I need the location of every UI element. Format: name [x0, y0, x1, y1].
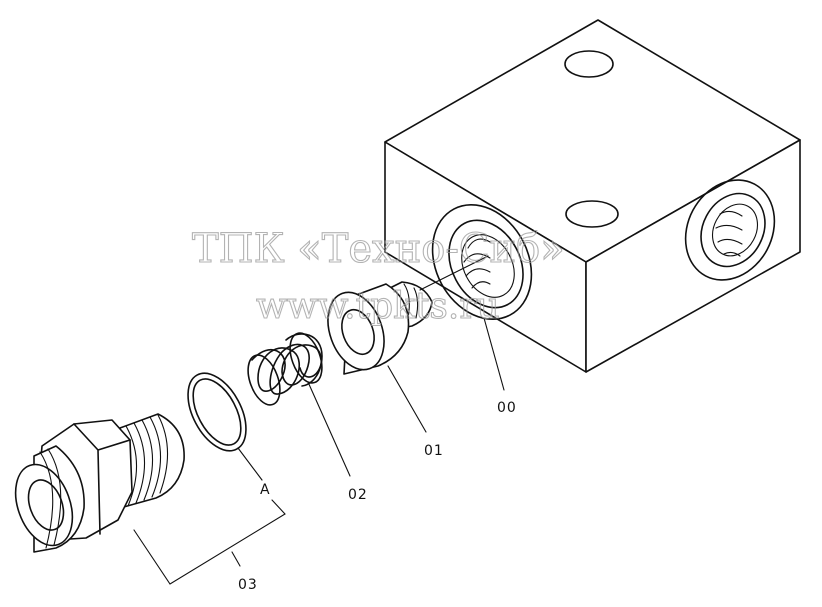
- callout-03: 03: [238, 577, 258, 593]
- leader-A: [237, 447, 263, 481]
- side-port: [684, 179, 776, 281]
- poppet: [327, 281, 433, 375]
- callout-01: 01: [424, 443, 444, 459]
- fitting: [14, 413, 185, 553]
- leader-01: [387, 365, 427, 433]
- watermark-url: www.tpkts.ru: [256, 286, 500, 327]
- callout-00: 00: [497, 400, 517, 416]
- leader-lines: [133, 255, 505, 585]
- spring: [247, 332, 323, 406]
- leader-00: [483, 317, 505, 391]
- callout-02: 02: [348, 487, 368, 503]
- front-port: [431, 203, 533, 321]
- leader-03-bracket: [133, 499, 286, 585]
- top-mounting-hole: [564, 50, 614, 78]
- callout-A: A: [260, 482, 271, 498]
- o-ring: [187, 372, 247, 452]
- poppet-to-port-axis: [419, 255, 489, 291]
- top-mounting-hole-2: [565, 200, 619, 228]
- leader-02: [307, 381, 351, 477]
- watermark-company: ТПК «Техно-Сиб»: [192, 226, 565, 272]
- leader-03: [231, 551, 241, 567]
